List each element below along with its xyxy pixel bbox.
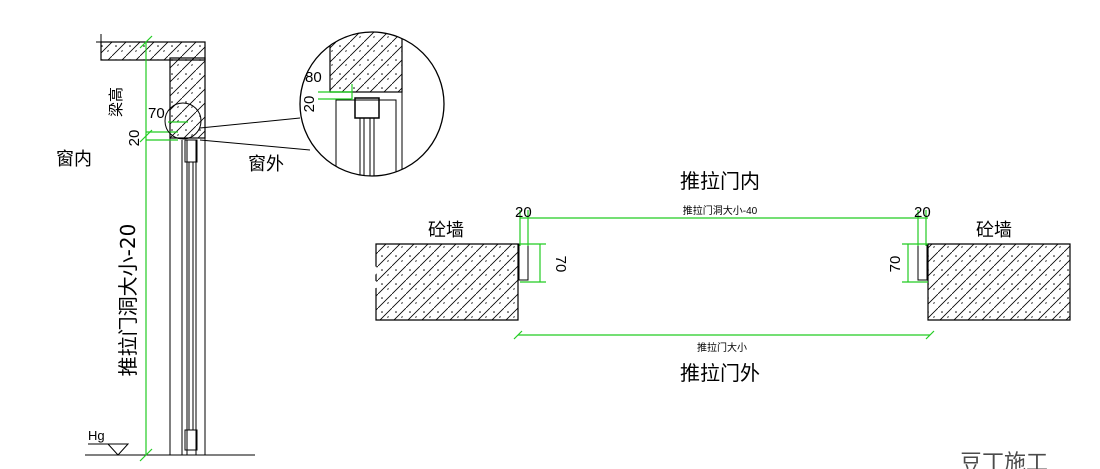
outside-label: 推拉门外 xyxy=(680,361,760,385)
vertical-section: 梁高 70 20 窗内 窗外 推拉门洞大小-20 Hg xyxy=(56,34,311,462)
left-wall-label: 砼墙 xyxy=(428,220,464,241)
window-inside-label: 窗内 xyxy=(56,149,92,170)
right-wall-label: 砼墙 xyxy=(976,220,1012,241)
top-dim-label: 推拉门洞大小-40 xyxy=(683,204,758,217)
dim-20-label: 20 xyxy=(126,130,143,147)
dim-70-label: 70 xyxy=(148,105,165,122)
dim-left-20: 20 xyxy=(515,204,532,221)
detail-dim-80: 80 xyxy=(305,69,322,86)
beam-height-label: 梁高 xyxy=(107,87,125,117)
bottom-dim-label: 推拉门大小 xyxy=(697,341,747,354)
plan-section: 推拉门内 推拉门外 砼墙 砼墙 20 20 推拉门洞大小-40 70 70 推拉 xyxy=(370,169,1071,385)
detail-view: 80 20 xyxy=(299,31,445,177)
right-wall xyxy=(927,243,1071,321)
left-dim-70: 70 xyxy=(552,256,569,273)
right-dim-70: 70 xyxy=(887,256,904,273)
beam-slab xyxy=(100,41,206,61)
dim-right-20: 20 xyxy=(914,204,931,221)
beam-drop xyxy=(169,57,206,139)
inside-label: 推拉门内 xyxy=(680,169,760,193)
left-wall xyxy=(375,243,519,321)
floor-level-label: Hg xyxy=(88,428,105,443)
window-outside-label: 窗外 xyxy=(248,154,284,175)
watermark: 豆丁施工 xyxy=(960,451,1048,469)
detail-dim-20: 20 xyxy=(301,96,318,113)
opening-dim-label: 推拉门洞大小-20 xyxy=(116,224,140,377)
detail-callout-circle xyxy=(164,102,202,140)
